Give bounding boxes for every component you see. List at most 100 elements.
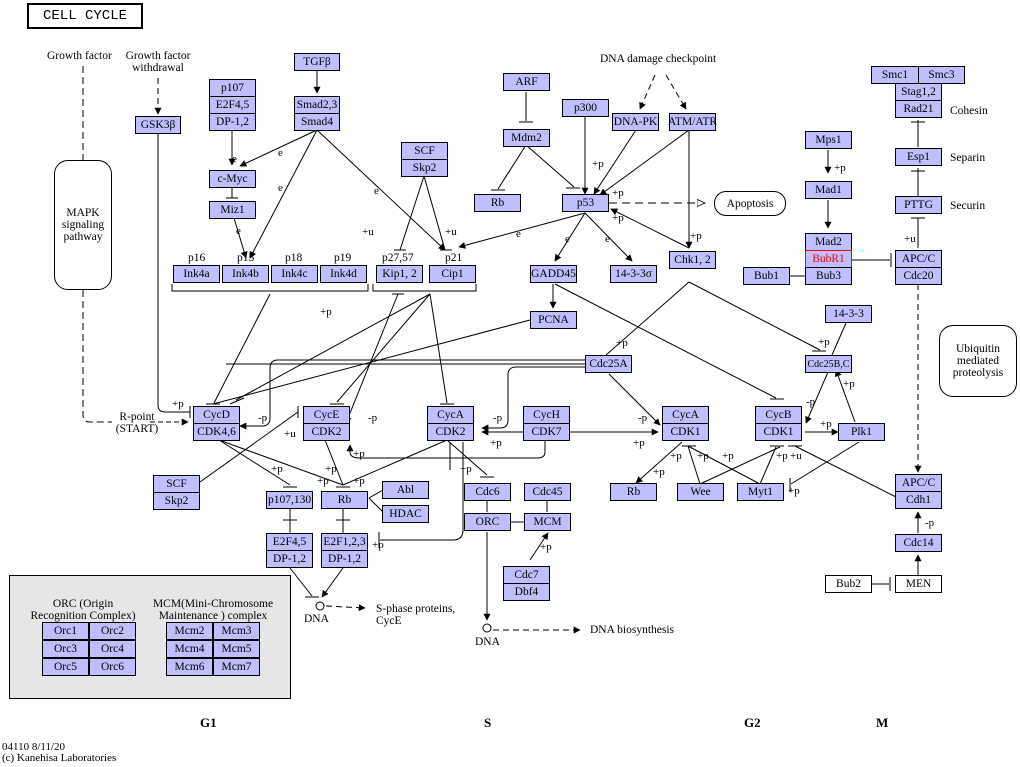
node-rad21[interactable]: Rad21 (895, 100, 942, 118)
legend-node-mcm5[interactable]: Mcm5 (213, 640, 260, 658)
node-smc1[interactable]: Smc1 (871, 66, 919, 84)
node-pttg[interactable]: PTTG (895, 196, 942, 214)
node-dp12-a[interactable]: DP-1,2 (266, 550, 313, 568)
node-p300[interactable]: p300 (562, 99, 609, 117)
node-tgfb[interactable]: TGFβ (294, 53, 340, 71)
node-ink4c[interactable]: Ink4c (271, 265, 318, 283)
node-wee[interactable]: Wee (677, 483, 724, 501)
node-cych[interactable]: CycH (523, 406, 570, 424)
node-cyca-g2[interactable]: CycA (662, 406, 709, 424)
label-dna-damage-checkpoint: DNA damage checkpoint (600, 53, 717, 65)
node-e2f123[interactable]: E2F1,2,3 (321, 533, 368, 551)
node-cyce[interactable]: CycE (303, 406, 350, 424)
legend-node-orc5[interactable]: Orc5 (42, 658, 89, 676)
node-dp12-top[interactable]: DP-1,2 (209, 113, 256, 131)
node-dp12-b[interactable]: DP-1,2 (321, 550, 368, 568)
node-pcna[interactable]: PCNA (530, 311, 577, 329)
legend-node-orc6[interactable]: Orc6 (89, 658, 136, 676)
node-atmatr[interactable]: ATM/ATR (668, 113, 717, 131)
node-skp2-top[interactable]: Skp2 (401, 159, 448, 177)
legend-node-mcm6[interactable]: Mcm6 (166, 658, 213, 676)
legend-node-orc3[interactable]: Orc3 (42, 640, 89, 658)
node-cdc20[interactable]: Cdc20 (895, 267, 942, 285)
node-skp2-bot[interactable]: Skp2 (153, 492, 200, 510)
node-apcc-top[interactable]: APC/C (895, 250, 942, 268)
node-cdc45[interactable]: Cdc45 (524, 483, 571, 501)
node-ink4b[interactable]: Ink4b (222, 265, 269, 283)
node-orc[interactable]: ORC (464, 513, 511, 531)
node-abl[interactable]: Abl (382, 481, 429, 499)
node-ink4d[interactable]: Ink4d (320, 265, 367, 283)
node-rb-top[interactable]: Rb (474, 194, 521, 212)
node-gadd45[interactable]: GADD45 (530, 265, 577, 283)
node-bub1[interactable]: Bub1 (743, 267, 790, 285)
node-p107130[interactable]: p107,130 (266, 491, 313, 509)
node-cdc25a[interactable]: Cdc25A (585, 355, 632, 373)
pathway-mapk-signaling[interactable]: MAPK signaling pathway (54, 160, 112, 290)
node-dbf4[interactable]: Dbf4 (503, 583, 550, 601)
node-rb-mid[interactable]: Rb (321, 491, 368, 509)
node-mad1[interactable]: Mad1 (805, 181, 852, 199)
node-cmyc[interactable]: c-Myc (209, 170, 256, 188)
node-cdk7[interactable]: CDK7 (523, 423, 570, 441)
pathway-ubiquitin-proteolysis[interactable]: Ubiquitin mediated proteolysis (939, 325, 1017, 397)
node-scf-top[interactable]: SCF (401, 142, 448, 160)
node-scf-bot[interactable]: SCF (153, 475, 200, 493)
node-hdac[interactable]: HDAC (382, 505, 429, 523)
node-smad4[interactable]: Smad4 (294, 113, 340, 131)
legend-node-mcm2[interactable]: Mcm2 (166, 622, 213, 640)
node-kip12[interactable]: Kip1, 2 (376, 265, 423, 283)
node-cdc25bc[interactable]: Cdc25B,C (805, 355, 852, 373)
legend-node-orc2[interactable]: Orc2 (89, 622, 136, 640)
node-p107[interactable]: p107 (209, 79, 256, 97)
node-cycb[interactable]: CycB (755, 406, 802, 424)
node-14-3-3-sigma[interactable]: 14-3-3σ (610, 265, 657, 283)
node-cdk2-a[interactable]: CDK2 (427, 423, 474, 441)
node-cdc6[interactable]: Cdc6 (464, 483, 511, 501)
legend-node-orc1[interactable]: Orc1 (42, 622, 89, 640)
node-ink4a[interactable]: Ink4a (173, 265, 220, 283)
node-14-3-3[interactable]: 14-3-3 (825, 305, 872, 323)
legend-node-mcm3[interactable]: Mcm3 (213, 622, 260, 640)
node-smad23[interactable]: Smad2,3 (294, 96, 340, 114)
node-men[interactable]: MEN (895, 575, 942, 593)
node-bub2[interactable]: Bub2 (825, 575, 872, 593)
edge-label-expression: e (236, 225, 241, 237)
legend-node-mcm7[interactable]: Mcm7 (213, 658, 260, 676)
node-dnapk[interactable]: DNA-PK (612, 113, 659, 131)
node-bub3[interactable]: Bub3 (805, 267, 852, 285)
node-cdk2-e[interactable]: CDK2 (303, 423, 350, 441)
node-mad2[interactable]: Mad2 (805, 233, 852, 251)
node-cyca-s[interactable]: CycA (427, 406, 474, 424)
node-plk1[interactable]: Plk1 (838, 423, 885, 441)
node-rb-g2[interactable]: Rb (610, 483, 657, 501)
node-e2f45-top[interactable]: E2F4,5 (209, 96, 256, 114)
node-cdc7[interactable]: Cdc7 (503, 566, 550, 584)
legend-node-mcm4[interactable]: Mcm4 (166, 640, 213, 658)
legend-node-orc4[interactable]: Orc4 (89, 640, 136, 658)
node-esp1[interactable]: Esp1 (895, 148, 942, 166)
node-arf[interactable]: ARF (503, 73, 550, 91)
edge-label-expression: e (232, 153, 237, 165)
node-apcc-bot[interactable]: APC/C (895, 474, 942, 492)
node-mdm2[interactable]: Mdm2 (503, 129, 550, 147)
node-cycd[interactable]: CycD (193, 406, 240, 424)
node-e2f45-bot[interactable]: E2F4,5 (266, 533, 313, 551)
node-cdk46[interactable]: CDK4,6 (193, 423, 240, 441)
node-gsk3b[interactable]: GSK3β (135, 116, 181, 134)
node-cdk1-a[interactable]: CDK1 (662, 423, 709, 441)
node-myt1[interactable]: Myt1 (737, 483, 784, 501)
node-cdk1-b[interactable]: CDK1 (755, 423, 802, 441)
node-mcm[interactable]: MCM (524, 513, 571, 531)
node-cdc14[interactable]: Cdc14 (895, 534, 942, 552)
node-bubr1-highlighted[interactable]: BubR1 (805, 250, 852, 268)
node-mps1[interactable]: Mps1 (805, 131, 852, 149)
node-p53[interactable]: p53 (562, 194, 609, 212)
node-miz1[interactable]: Miz1 (209, 201, 256, 219)
pathway-apoptosis[interactable]: Apoptosis (714, 191, 786, 216)
node-cip1[interactable]: Cip1 (429, 265, 476, 283)
node-cdh1[interactable]: Cdh1 (895, 491, 942, 509)
node-stag12[interactable]: Stag1,2 (895, 83, 942, 101)
node-chk12[interactable]: Chk1, 2 (669, 251, 716, 269)
node-smc3[interactable]: Smc3 (918, 66, 965, 84)
